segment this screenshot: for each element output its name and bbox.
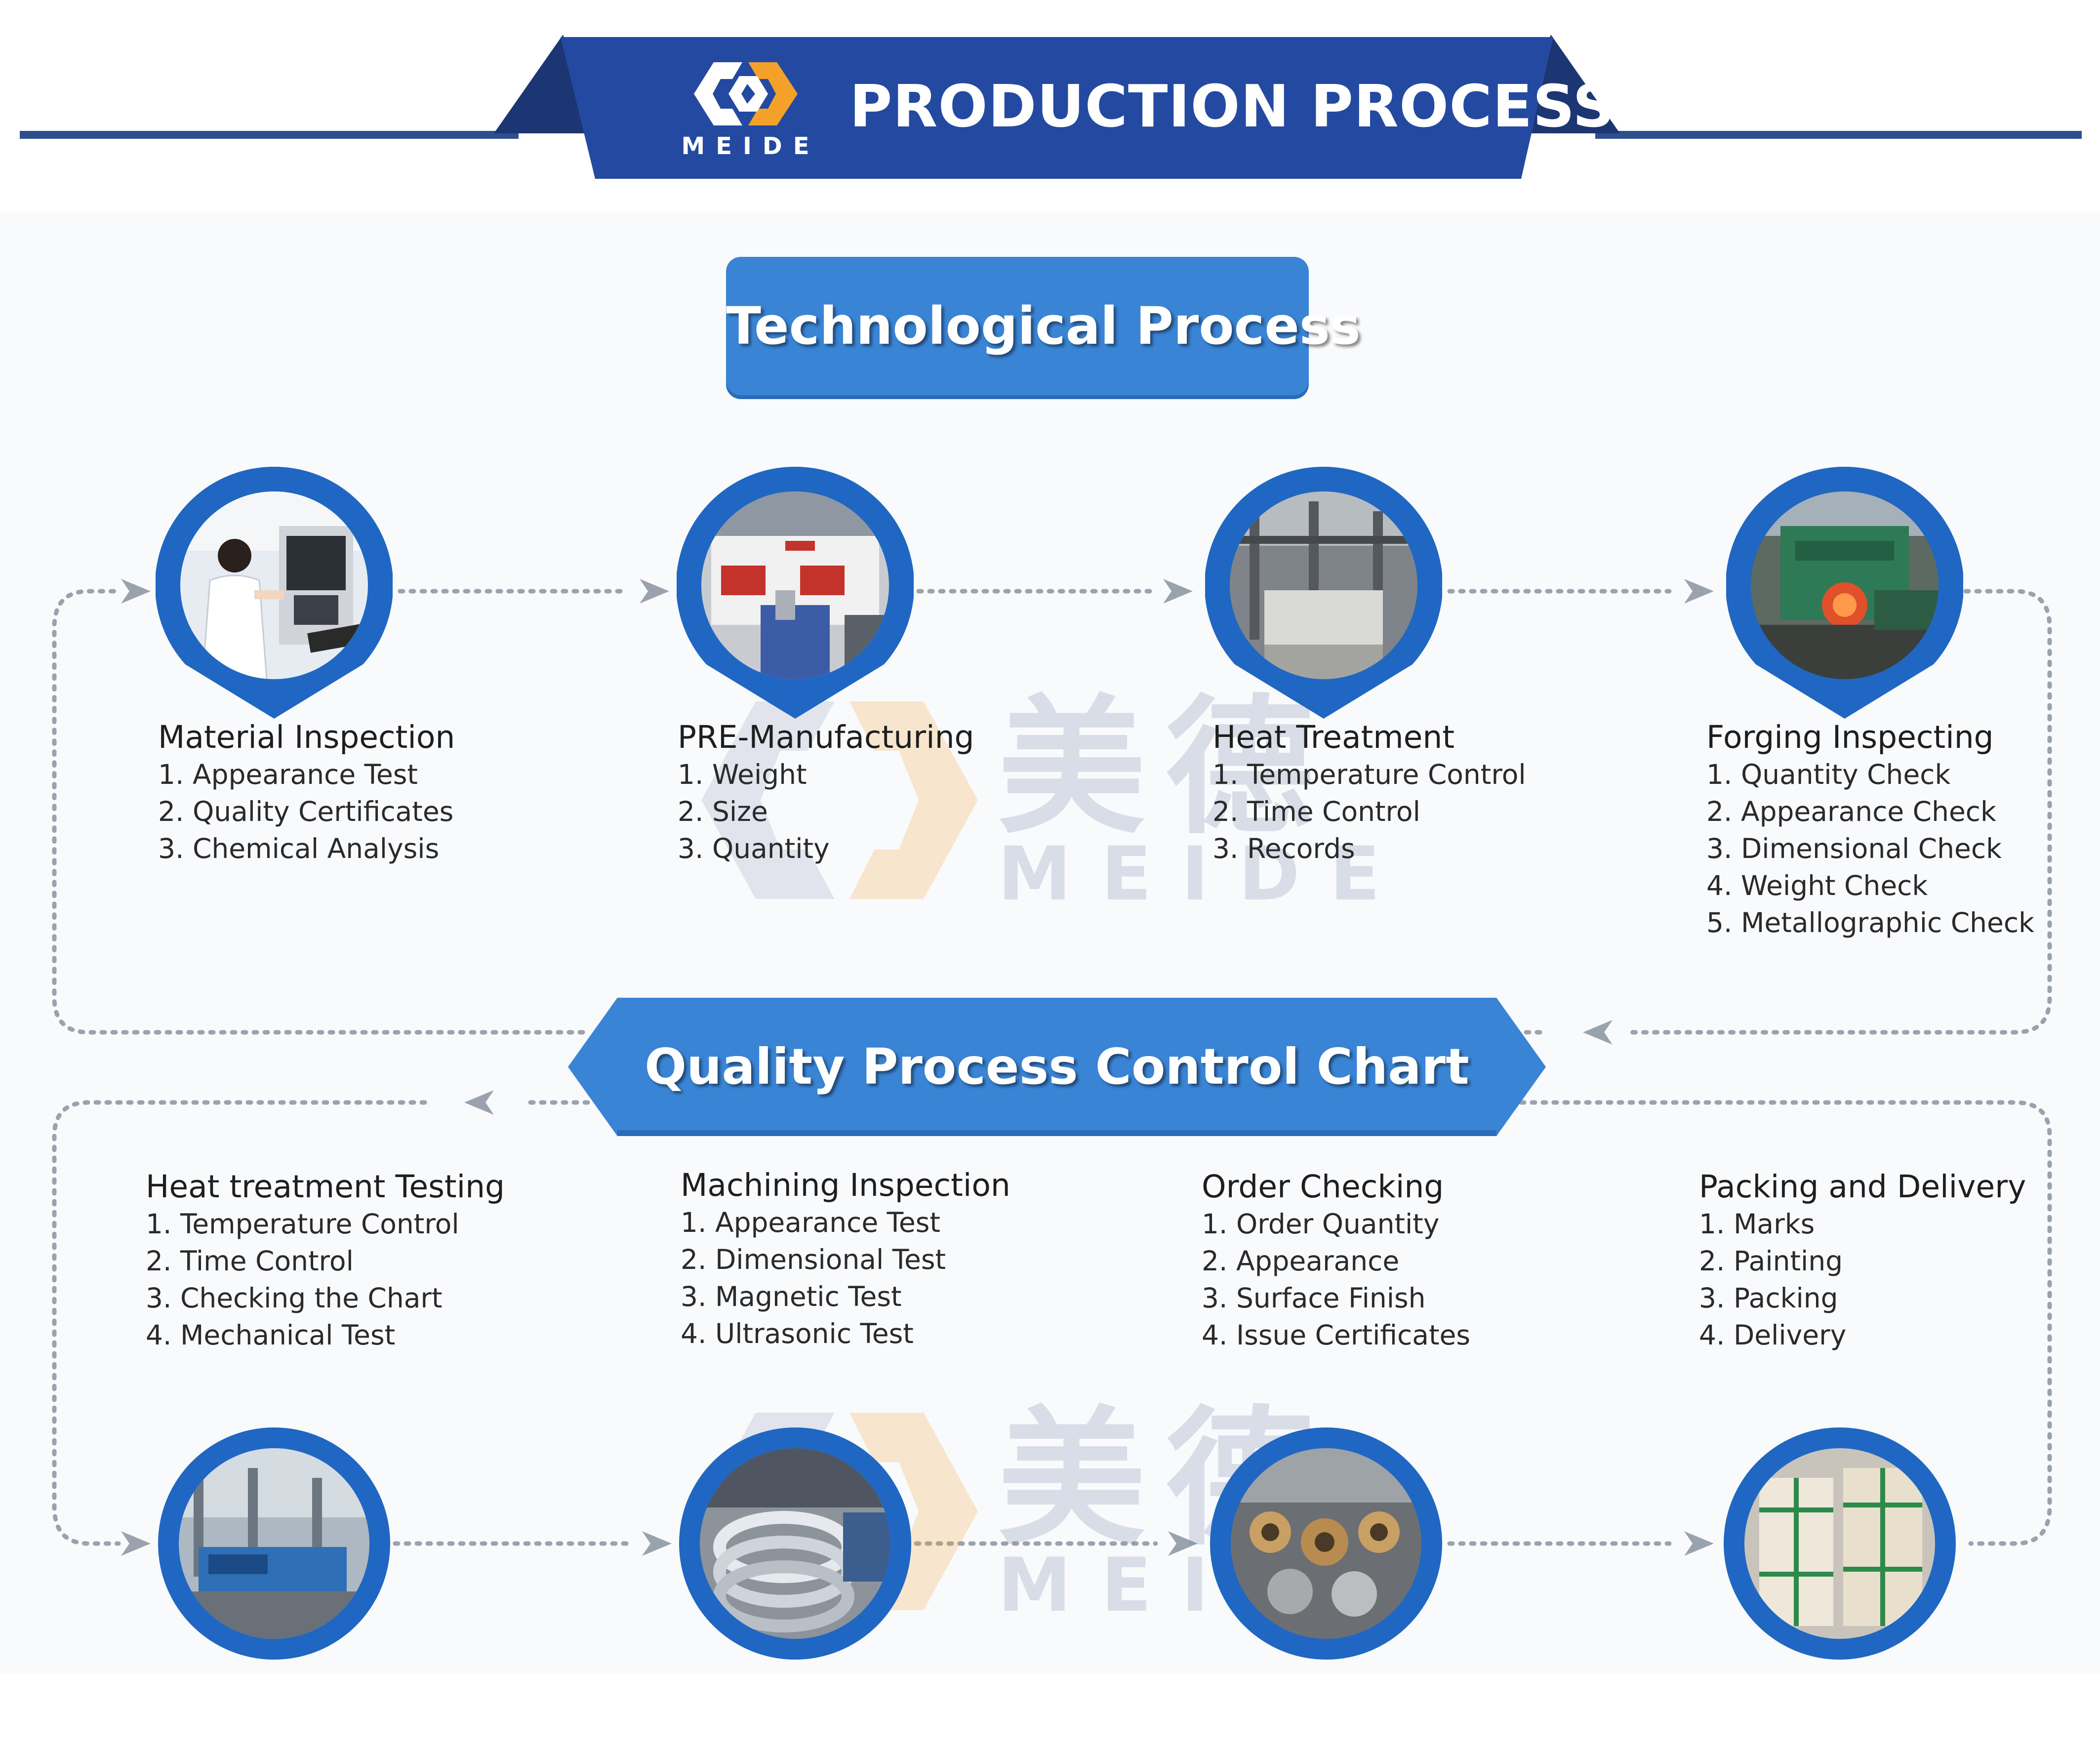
step-item: 4. Weight Check — [1706, 870, 1928, 901]
logo-wordmark: MEIDE — [681, 132, 820, 160]
step-heat-treatment-testing: Heat treatment Testing 1. Temperature Co… — [146, 1168, 521, 1354]
step-item: 4. Issue Certificates — [1202, 1319, 1471, 1351]
step-item: 3. Packing — [1699, 1282, 1838, 1314]
step-list: 1. Weight 2. Size 3. Quantity — [678, 756, 1053, 867]
pin-forging-inspecting — [1726, 467, 1963, 758]
finished-parts-photo-icon — [1231, 1448, 1421, 1639]
step-item: 1. Temperature Control — [1212, 759, 1526, 790]
circle-heat-treatment-testing — [158, 1427, 390, 1660]
step-item: 3. Dimensional Check — [1706, 833, 2002, 864]
step-title: Heat treatment Testing — [146, 1169, 505, 1205]
step-list: 1. Marks 2. Painting 3. Packing 4. Deliv… — [1699, 1206, 2074, 1354]
quality-process-label: Quality Process Control Chart — [645, 1038, 1469, 1096]
watermark-top: 美德 MEIDE — [701, 687, 1417, 924]
process-panel — [0, 212, 2100, 1674]
meide-logo-icon — [694, 62, 798, 125]
laboratory-photo-icon — [180, 491, 368, 679]
step-title: Packing and Delivery — [1699, 1169, 2026, 1205]
step-title: PRE-Manufacturing — [678, 719, 974, 755]
step-list: 1. Temperature Control 2. Time Control 3… — [1212, 756, 1588, 867]
technological-process-box — [726, 257, 1309, 395]
step-heat-treatment: Heat Treatment 1. Temperature Control 2.… — [1212, 719, 1588, 867]
watermark-chinese: 美德 — [998, 682, 1333, 854]
watermark-english: MEIDE — [998, 831, 1410, 917]
quality-process-banner — [568, 998, 1546, 1136]
step-item: 2. Time Control — [1212, 796, 1420, 827]
machined-rings-photo-icon — [700, 1448, 890, 1639]
step-title: Machining Inspection — [681, 1167, 1010, 1203]
technological-process-label: Technological Process — [726, 296, 1361, 356]
step-item: 2. Size — [678, 796, 768, 827]
step-list: 1. Order Quantity 2. Appearance 3. Surfa… — [1202, 1206, 1577, 1354]
step-item: 1. Temperature Control — [146, 1208, 459, 1240]
step-forging-inspecting: Forging Inspecting 1. Quantity Check 2. … — [1706, 719, 2082, 941]
step-title: Heat Treatment — [1212, 719, 1455, 755]
step-item: 3. Chemical Analysis — [158, 833, 440, 864]
step-item: 3. Magnetic Test — [681, 1281, 902, 1312]
step-item: 4. Delivery — [1699, 1319, 1847, 1351]
step-list: 1. Appearance Test 2. Dimensional Test 3… — [681, 1204, 1056, 1352]
step-order-checking: Order Checking 1. Order Quantity 2. Appe… — [1202, 1168, 1577, 1354]
step-machining-inspection: Machining Inspection 1. Appearance Test … — [681, 1167, 1056, 1352]
step-item: 1. Appearance Test — [681, 1207, 940, 1238]
step-list: 1. Appearance Test 2. Quality Certificat… — [158, 756, 533, 867]
step-list: 1. Temperature Control 2. Time Control 3… — [146, 1206, 521, 1354]
step-item: 1. Marks — [1699, 1208, 1815, 1240]
forging-press-photo-icon — [1751, 491, 1938, 679]
testing-machine-photo-icon — [179, 1448, 369, 1639]
step-item: 3. Records — [1212, 833, 1355, 864]
watermark-logo-icon — [701, 701, 978, 899]
step-item: 2. Quality Certificates — [158, 796, 454, 827]
step-item: 3. Checking the Chart — [146, 1282, 443, 1314]
step-pre-manufacturing: PRE-Manufacturing 1. Weight 2. Size 3. Q… — [678, 719, 1053, 867]
step-item: 4. Mechanical Test — [146, 1319, 396, 1351]
step-item: 2. Appearance — [1202, 1245, 1400, 1277]
circle-order-checking — [1210, 1427, 1442, 1660]
step-material-inspection: Material Inspection 1. Appearance Test 2… — [158, 719, 533, 867]
pin-pre-manufacturing — [677, 467, 914, 758]
step-item: 2. Time Control — [146, 1245, 354, 1277]
header-rule-right — [1595, 131, 2082, 139]
step-item: 2. Appearance Check — [1706, 796, 1996, 827]
step-item: 4. Ultrasonic Test — [681, 1318, 914, 1349]
step-item: 1. Appearance Test — [158, 759, 418, 790]
step-list: 1. Quantity Check 2. Appearance Check 3.… — [1706, 756, 2082, 941]
step-item: 5. Metallographic Check — [1706, 907, 2034, 938]
cutting-machine-photo-icon — [701, 491, 889, 679]
step-packing-and-delivery: Packing and Delivery 1. Marks 2. Paintin… — [1699, 1168, 2074, 1354]
step-title: Order Checking — [1202, 1169, 1444, 1205]
step-title: Material Inspection — [158, 719, 455, 755]
step-item: 1. Order Quantity — [1202, 1208, 1440, 1240]
header-banner — [494, 35, 1620, 179]
pin-heat-treatment — [1205, 467, 1442, 758]
circle-machining-inspection — [679, 1427, 911, 1660]
step-title: Forging Inspecting — [1706, 719, 1994, 755]
wooden-crates-photo-icon — [1744, 1448, 1935, 1639]
step-item: 3. Quantity — [678, 833, 830, 864]
pin-material-inspection — [156, 467, 393, 758]
step-item: 2. Dimensional Test — [681, 1244, 946, 1275]
header-rule-left — [20, 131, 519, 139]
furnace-photo-icon — [1230, 491, 1417, 679]
step-item: 1. Weight — [678, 759, 807, 790]
step-item: 3. Surface Finish — [1202, 1282, 1426, 1314]
step-item: 2. Painting — [1699, 1245, 1843, 1277]
circle-packing-and-delivery — [1724, 1427, 1956, 1660]
step-item: 1. Quantity Check — [1706, 759, 1951, 790]
